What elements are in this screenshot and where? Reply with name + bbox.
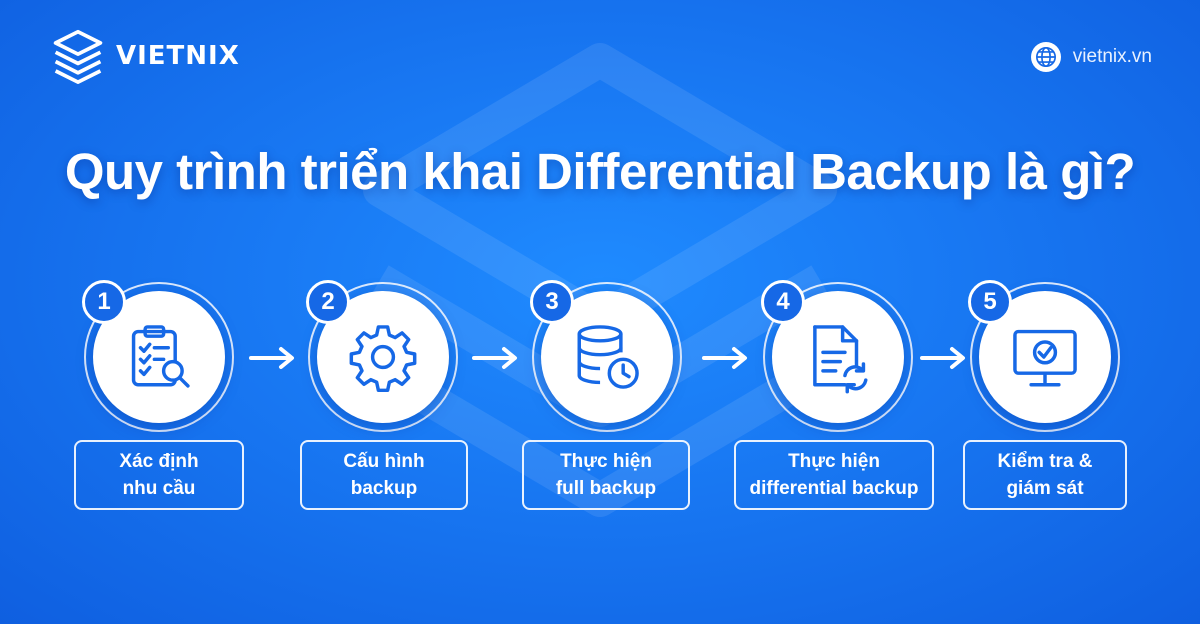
step-3-label: Thực hiện full backup xyxy=(522,440,690,510)
clipboard-search-icon xyxy=(131,325,190,388)
step-4-label: Thực hiện differential backup xyxy=(734,440,934,510)
site-link[interactable]: vietnix.vn xyxy=(1030,42,1152,72)
step-number-badge: 4 xyxy=(761,280,805,324)
document-refresh-icon xyxy=(813,325,868,394)
brand-name: VIETNIX xyxy=(116,41,240,71)
process-steps: 1 Xác định nhu cầu 2 Cấu hình backup xyxy=(0,280,1200,522)
step-number-badge: 2 xyxy=(306,280,350,324)
arrow-right-icon xyxy=(249,347,294,369)
gear-icon xyxy=(349,325,417,393)
step-2: 2 xyxy=(306,280,458,432)
brand-logo[interactable]: VIETNIX xyxy=(50,28,240,84)
globe-icon xyxy=(1030,42,1061,72)
page-title: Quy trình triển khai Differential Backup… xyxy=(64,143,1136,200)
step-number-badge: 1 xyxy=(82,280,126,324)
monitor-check-icon xyxy=(1013,329,1077,387)
site-url: vietnix.vn xyxy=(1072,46,1152,67)
step-number-badge: 3 xyxy=(530,280,574,324)
step-3: 3 xyxy=(530,280,682,432)
step-1: 1 xyxy=(82,280,234,432)
step-number-badge: 5 xyxy=(968,280,1012,324)
server-stack-logo-icon xyxy=(53,29,103,84)
step-5-label: Kiểm tra & giám sát xyxy=(963,440,1127,510)
step-5: 5 xyxy=(968,280,1120,432)
database-clock-icon xyxy=(577,325,639,389)
step-1-label: Xác định nhu cầu xyxy=(74,440,244,510)
arrow-right-icon xyxy=(920,347,965,369)
step-4: 4 xyxy=(761,280,913,432)
step-2-label: Cấu hình backup xyxy=(300,440,468,510)
arrow-right-icon xyxy=(702,347,747,369)
arrow-right-icon xyxy=(472,347,517,369)
